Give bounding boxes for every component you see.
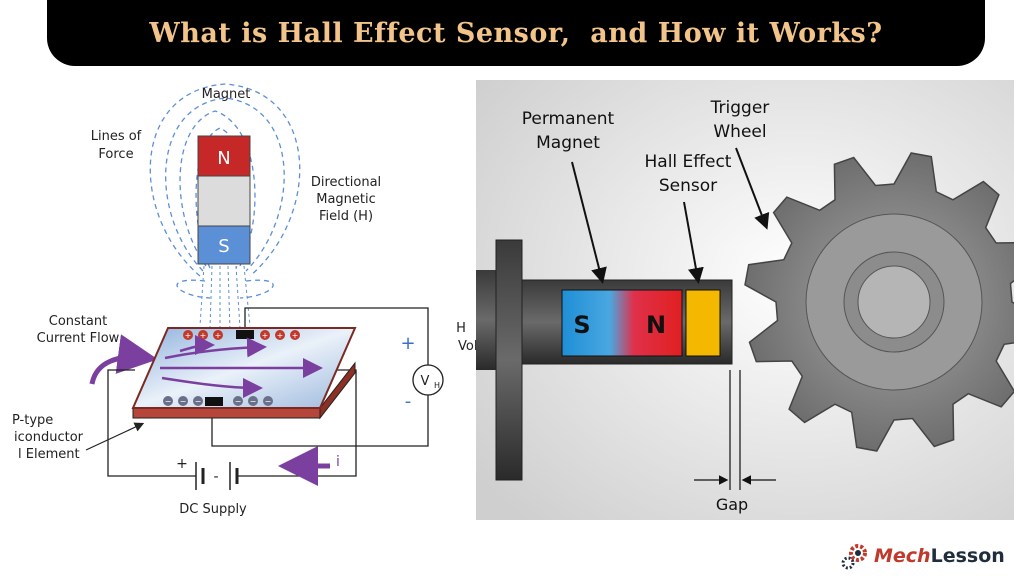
svg-text:+: +	[185, 331, 192, 340]
permanent-magnet-label-2: Magnet	[536, 133, 600, 153]
hall-effect-sensor-label-2: Sensor	[659, 176, 717, 196]
element-label-1: P-type	[12, 413, 53, 428]
directional-field-label-3: Field (H)	[319, 209, 373, 224]
title-banner: What is Hall Effect Sensor, and How it W…	[47, 0, 985, 66]
sensor-n-label: N	[646, 311, 666, 339]
north-pole-label: N	[217, 148, 230, 169]
svg-text:−: −	[195, 397, 202, 406]
dc-supply-label: DC Supply	[179, 502, 247, 517]
semiconductor-element: +++ +++ −−− −−−	[131, 327, 357, 420]
hall-voltage-label-2: Volt	[458, 339, 476, 354]
vh-label: V	[421, 374, 430, 389]
svg-text:−: −	[265, 397, 272, 406]
directional-field-label-1: Directional	[311, 175, 381, 190]
svg-text:+: +	[262, 331, 269, 340]
svg-text:+: +	[292, 331, 299, 340]
element-label-2: iconductor	[14, 430, 84, 445]
mechlesson-logo[interactable]: MechLesson	[840, 538, 1020, 574]
dc-plus-sign: +	[176, 456, 188, 472]
svg-text:+: +	[215, 331, 222, 340]
svg-text:−: −	[250, 397, 257, 406]
sensor-housing	[476, 239, 733, 481]
hall-voltage-label-1: H	[456, 321, 466, 336]
hall-effect-principle-diagram: N S Magnet Lines of Force Directional Ma…	[0, 66, 476, 526]
sensor-s-label: S	[573, 311, 590, 339]
voltmeter-icon	[412, 364, 444, 396]
magnet: N S	[197, 135, 251, 265]
logo-text-mech: Mech	[874, 545, 931, 567]
hall-effect-sensor-label-1: Hall Effect	[645, 152, 732, 172]
lines-of-force-label-1: Lines of	[91, 129, 142, 144]
dc-minus-sign: -	[213, 469, 218, 485]
hall-plus-sign: +	[400, 333, 415, 354]
logo-text-lesson: Lesson	[930, 545, 1005, 567]
svg-text:+: +	[277, 331, 284, 340]
trigger-wheel	[744, 152, 1014, 452]
south-pole-label: S	[218, 236, 229, 257]
battery-icon	[195, 462, 239, 490]
trigger-wheel-label-2: Wheel	[713, 122, 766, 142]
hall-sensor-trigger-wheel-diagram: S N Gap Permanent Magnet Hall Effect Sen…	[476, 80, 1014, 520]
directional-field-label-2: Magnetic	[316, 192, 376, 207]
current-flow-arrow	[89, 334, 158, 385]
svg-text:−: −	[235, 397, 242, 406]
constant-current-label-1: Constant	[49, 314, 107, 329]
current-i-label: i	[336, 454, 340, 470]
magnet-label: Magnet	[202, 87, 251, 102]
gap-label: Gap	[716, 495, 748, 514]
permanent-magnet-label-1: Permanent	[522, 109, 615, 129]
vh-sub-label: H	[434, 381, 440, 390]
lines-of-force-label-2: Force	[98, 147, 133, 162]
svg-text:−: −	[180, 397, 187, 406]
element-label-3: l Element	[18, 447, 80, 462]
gear-icon	[841, 544, 867, 570]
trigger-wheel-label-1: Trigger	[710, 98, 770, 118]
hall-minus-sign: -	[405, 391, 412, 412]
svg-text:−: −	[165, 397, 172, 406]
svg-text:+: +	[200, 331, 207, 340]
page-title: What is Hall Effect Sensor, and How it W…	[149, 17, 883, 49]
gear-hub-ring-2	[857, 265, 931, 339]
constant-current-label-2: Current Flow	[37, 331, 120, 346]
